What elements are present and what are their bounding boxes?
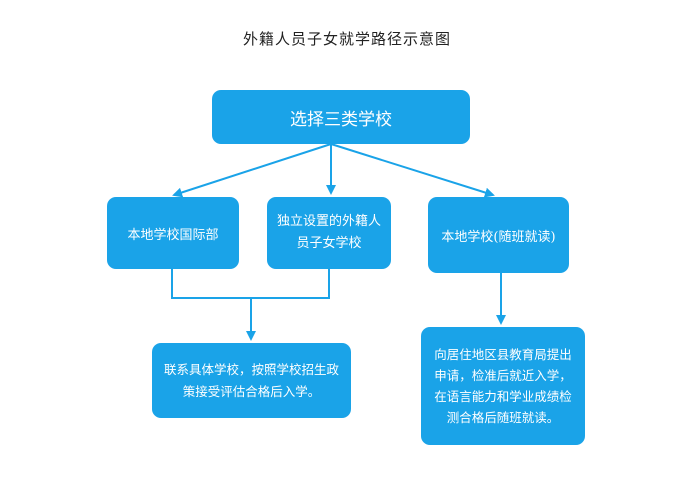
node-local-school-intl-dept-label: 本地学校国际部 [127, 227, 219, 243]
merge-connector [171, 269, 330, 299]
node-choose-school-type-label: 选择三类学校 [290, 109, 392, 130]
arrow-to-intl-dept [172, 143, 332, 198]
node-local-school-regular-class-label: 本地学校(随班就读) [441, 229, 556, 245]
arrow-to-local-school [330, 143, 495, 198]
node-foreign-children-school: 独立设置的外籍人员子女学校 [267, 197, 391, 269]
node-local-school-intl-dept: 本地学校国际部 [107, 197, 239, 269]
node-choose-school-type: 选择三类学校 [212, 90, 470, 144]
node-contact-school: 联系具体学校，按照学校招生政策接受评估合格后入学。 [152, 343, 351, 418]
node-foreign-children-school-label: 独立设置的外籍人员子女学校 [276, 214, 381, 251]
node-apply-education-bureau: 向居住地区县教育局提出申请，检准后就近入学，在语言能力和学业成绩检测合格后随班就… [421, 327, 585, 445]
node-contact-school-label: 联系具体学校，按照学校招生政策接受评估合格后入学。 [163, 361, 339, 399]
node-apply-education-bureau-label: 向居住地区县教育局提出申请，检准后就近入学，在语言能力和学业成绩检测合格后随班就… [434, 347, 572, 425]
node-local-school-regular-class: 本地学校(随班就读) [428, 197, 569, 273]
diagram-title: 外籍人员子女就学路径示意图 [242, 30, 451, 48]
